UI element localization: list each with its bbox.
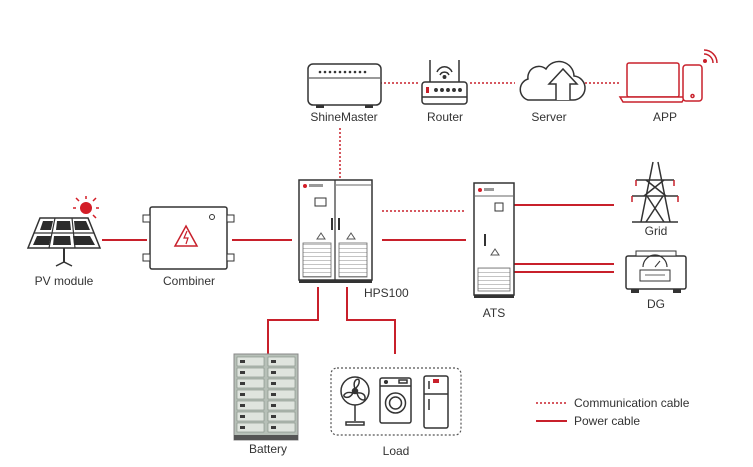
inverter-cabinet-icon: [298, 179, 373, 283]
router-icon: [421, 60, 468, 105]
battery-rack-icon: [233, 353, 299, 441]
diesel-generator-icon: [625, 250, 687, 293]
communication-links: [339, 82, 620, 212]
ats-cabinet-icon: [473, 182, 515, 298]
cloud-upload-icon: [519, 60, 586, 101]
hps-label: HPS100: [364, 286, 409, 300]
shinemaster-label: ShineMaster: [310, 110, 378, 124]
router-label: Router: [426, 110, 464, 124]
load-label: Load: [382, 444, 410, 458]
server-label: Server: [531, 110, 567, 124]
grid-label: Grid: [644, 224, 668, 238]
household-appliances-icon: [330, 367, 462, 436]
app-label: APP: [652, 110, 678, 124]
dg-label: DG: [647, 297, 665, 311]
battery-label: Battery: [248, 442, 288, 456]
fan-icon: [340, 376, 370, 426]
link-hps-battery: [267, 287, 319, 354]
legend-power-label: Power cable: [574, 414, 641, 428]
legend: [536, 402, 567, 422]
power-links: [102, 204, 614, 354]
combiner-label: Combiner: [162, 274, 216, 288]
laptop-phone-icon: [618, 49, 718, 103]
ats-label: ATS: [482, 306, 506, 320]
sun-icon: [80, 202, 92, 214]
transmission-tower-icon: [631, 161, 679, 223]
combiner-box-icon: [142, 206, 235, 270]
link-hps-load: [346, 287, 396, 354]
solar-panel-icon: [26, 196, 102, 267]
refrigerator-icon: [423, 375, 449, 429]
pv-module-label: PV module: [34, 274, 94, 288]
washing-machine-icon: [379, 377, 412, 424]
legend-communication-label: Communication cable: [574, 396, 690, 410]
shinemaster-device-icon: [307, 63, 382, 108]
